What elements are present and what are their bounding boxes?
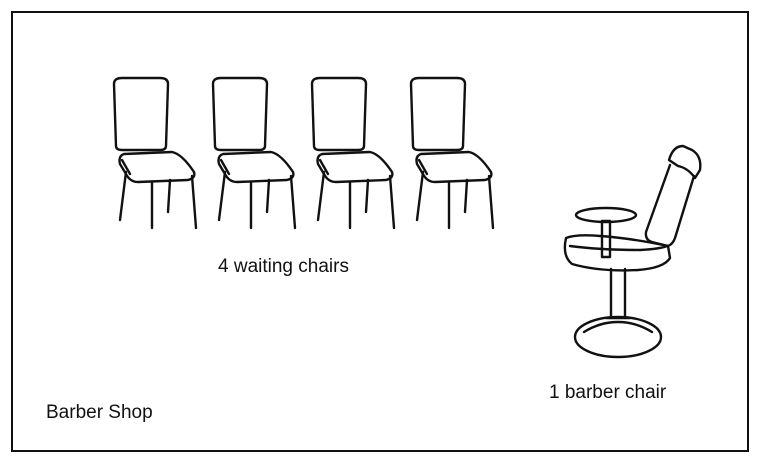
barber-chair-base xyxy=(573,315,663,359)
waiting-chair xyxy=(112,76,198,230)
chair-leg xyxy=(364,178,370,214)
chair-leg xyxy=(217,170,227,222)
chair-leg xyxy=(388,174,396,230)
barber-chair xyxy=(563,144,702,359)
chair-backrest xyxy=(211,76,269,152)
chair-seat xyxy=(118,150,196,184)
waiting-chairs-group xyxy=(112,76,495,230)
chair-leg xyxy=(265,178,271,214)
barber-chair-seat xyxy=(563,234,672,272)
chair-leg xyxy=(289,174,297,230)
chair-seat-edge xyxy=(417,158,429,176)
chair-leg xyxy=(118,170,128,222)
chair-seat-edge xyxy=(219,158,231,176)
waiting-chairs-label: 4 waiting chairs xyxy=(218,256,349,277)
barber-chair-headrest xyxy=(667,144,702,180)
barber-chair-label: 1 barber chair xyxy=(549,382,667,403)
chair-seat xyxy=(415,150,493,184)
shop-title-label: Barber Shop xyxy=(46,402,153,423)
chair-leg xyxy=(463,178,469,214)
barber-chair-backrest xyxy=(644,163,696,248)
chair-leg xyxy=(487,174,495,230)
chair-leg xyxy=(415,170,425,222)
chair-seat-edge xyxy=(120,158,132,176)
waiting-chair xyxy=(211,76,297,230)
shop-border xyxy=(11,11,749,452)
chair-backrest xyxy=(112,76,170,152)
chair-seat-edge xyxy=(318,158,330,176)
chair-backrest xyxy=(409,76,467,152)
waiting-chair xyxy=(409,76,495,230)
chair-leg xyxy=(316,170,326,222)
chair-seat xyxy=(316,150,394,184)
waiting-chair xyxy=(310,76,396,230)
chair-seat xyxy=(217,150,295,184)
chair-leg xyxy=(190,174,198,230)
chair-backrest xyxy=(310,76,368,152)
barber-chair-pedestal xyxy=(609,267,627,320)
chair-leg xyxy=(166,178,172,214)
